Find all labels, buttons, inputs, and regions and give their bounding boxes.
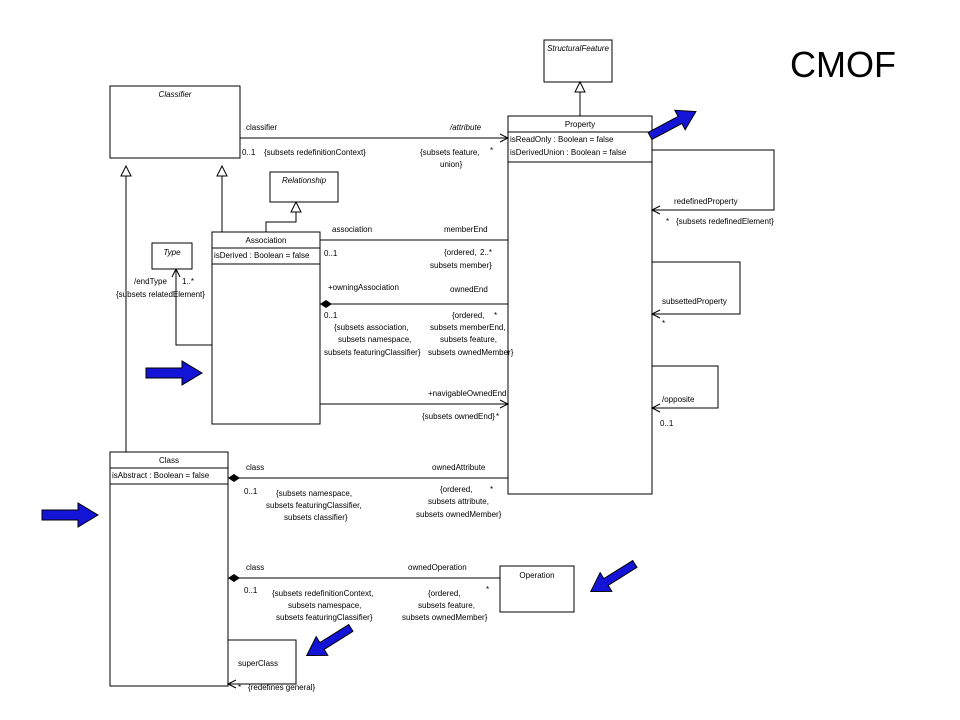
arrow-icon [589, 559, 638, 593]
svg-text:0..1: 0..1 [660, 419, 674, 428]
svg-text:{subsets ownedEnd}: {subsets ownedEnd} [422, 412, 495, 421]
svg-text:subsets featuringClassifier,: subsets featuringClassifier, [266, 501, 362, 510]
svg-text:isAbstract : Boolean = false: isAbstract : Boolean = false [112, 471, 210, 480]
svg-text:{ordered,: {ordered, [428, 589, 460, 598]
svg-text:Association: Association [246, 236, 287, 245]
svg-text:*: * [666, 217, 669, 226]
svg-text:subsets namespace,: subsets namespace, [338, 335, 411, 344]
svg-text:subsets classifier}: subsets classifier} [284, 513, 348, 522]
svg-text:*: * [494, 311, 497, 320]
svg-text:Type: Type [163, 248, 181, 257]
svg-text:subsets ownedMember}: subsets ownedMember} [402, 613, 488, 622]
svg-text:*: * [490, 146, 493, 155]
svg-text:{subsets association,: {subsets association, [334, 323, 409, 332]
type-class: Type [151, 242, 193, 270]
svg-text:*: * [662, 319, 665, 328]
svg-text:Classifier: Classifier [159, 90, 192, 99]
svg-text:{ordered,: {ordered, [444, 248, 476, 257]
association-labels: classifier 0..1 {subsets redefinitionCon… [116, 123, 774, 692]
svg-text:Operation: Operation [519, 571, 554, 580]
svg-text:isReadOnly : Boolean = false: isReadOnly : Boolean = false [510, 135, 614, 144]
svg-text:*: * [238, 683, 241, 692]
class-class: Class isAbstract : Boolean = false [109, 451, 229, 687]
svg-text:subsets feature,: subsets feature, [418, 601, 475, 610]
classifier-class: Classifier [109, 85, 241, 159]
svg-text:ownedAttribute: ownedAttribute [432, 463, 486, 472]
arrow-icon [305, 623, 354, 657]
svg-text:subsets namespace,: subsets namespace, [288, 601, 361, 610]
slide-title: CMOF [790, 44, 896, 85]
svg-text:0..1: 0..1 [244, 586, 258, 595]
svg-text:0..1: 0..1 [242, 148, 256, 157]
svg-text:1..*: 1..* [182, 277, 194, 286]
svg-text:association: association [332, 225, 372, 234]
svg-text:{subsets relatedElement}: {subsets relatedElement} [116, 290, 205, 299]
svg-text:class: class [246, 563, 264, 572]
svg-text:{subsets redefinitionContext,: {subsets redefinitionContext, [272, 589, 373, 598]
svg-text:subsets feature,: subsets feature, [440, 335, 497, 344]
structural-feature-class: StructuralFeature [543, 39, 613, 83]
arrow-icon [41, 502, 99, 528]
svg-text:{ordered,: {ordered, [452, 311, 484, 320]
relationship-class: Relationship [269, 171, 339, 203]
svg-text:subsets member}: subsets member} [430, 261, 492, 270]
highlight-arrows [41, 109, 697, 657]
svg-text:subsets ownedMember}: subsets ownedMember} [428, 348, 514, 357]
generalizations [120, 80, 586, 452]
svg-text:/attribute: /attribute [449, 123, 482, 132]
svg-text:{redefines general}: {redefines general} [248, 683, 315, 692]
arrow-icon [647, 109, 697, 141]
svg-text:Property: Property [565, 120, 595, 129]
svg-text:0..1: 0..1 [324, 311, 338, 320]
svg-text:subsets ownedMember}: subsets ownedMember} [416, 510, 502, 519]
svg-text:isDerived : Boolean = false: isDerived : Boolean = false [214, 251, 310, 260]
svg-text:subsets featuringClassifier}: subsets featuringClassifier} [276, 613, 373, 622]
svg-text:{subsets redefinitionContext}: {subsets redefinitionContext} [264, 148, 366, 157]
svg-text:union}: union} [440, 160, 463, 169]
svg-text:classifier: classifier [246, 123, 277, 132]
association-class: Association isDerived : Boolean = false [211, 231, 321, 425]
arrow-icon [145, 360, 203, 386]
svg-text:+owningAssociation: +owningAssociation [328, 283, 399, 292]
svg-text:memberEnd: memberEnd [444, 225, 488, 234]
svg-text:+navigableOwnedEnd: +navigableOwnedEnd [428, 389, 507, 398]
svg-text:subsettedProperty: subsettedProperty [662, 297, 727, 306]
svg-text:class: class [246, 463, 264, 472]
svg-text:{subsets namespace,: {subsets namespace, [276, 489, 352, 498]
property-class: Property isReadOnly : Boolean = false is… [507, 115, 653, 495]
svg-text:ownedOperation: ownedOperation [408, 563, 467, 572]
svg-text:superClass: superClass [238, 659, 278, 668]
svg-text:/endType: /endType [134, 277, 167, 286]
svg-text:Relationship: Relationship [282, 176, 327, 185]
association-lines [171, 133, 775, 689]
svg-text:2..*: 2..* [480, 248, 492, 257]
svg-text:{subsets redefinedElement}: {subsets redefinedElement} [676, 217, 774, 226]
svg-text:isDerivedUnion : Boolean = fal: isDerivedUnion : Boolean = false [510, 148, 627, 157]
svg-text:*: * [490, 485, 493, 494]
svg-text:*: * [496, 412, 499, 421]
svg-text:/opposite: /opposite [662, 395, 695, 404]
svg-text:redefinedProperty: redefinedProperty [674, 197, 738, 206]
svg-text:*: * [486, 585, 489, 594]
svg-text:0..1: 0..1 [244, 487, 258, 496]
operation-class: Operation [499, 565, 575, 613]
svg-text:{subsets feature,: {subsets feature, [420, 148, 480, 157]
svg-text:subsets memberEnd,: subsets memberEnd, [430, 323, 506, 332]
svg-text:ownedEnd: ownedEnd [450, 285, 488, 294]
svg-text:subsets attribute,: subsets attribute, [428, 497, 489, 506]
svg-text:StructuralFeature: StructuralFeature [547, 44, 609, 53]
svg-text:Class: Class [159, 456, 179, 465]
svg-text:{ordered,: {ordered, [440, 485, 472, 494]
svg-text:subsets featuringClassifier}: subsets featuringClassifier} [324, 348, 421, 357]
svg-text:0..1: 0..1 [324, 249, 338, 258]
